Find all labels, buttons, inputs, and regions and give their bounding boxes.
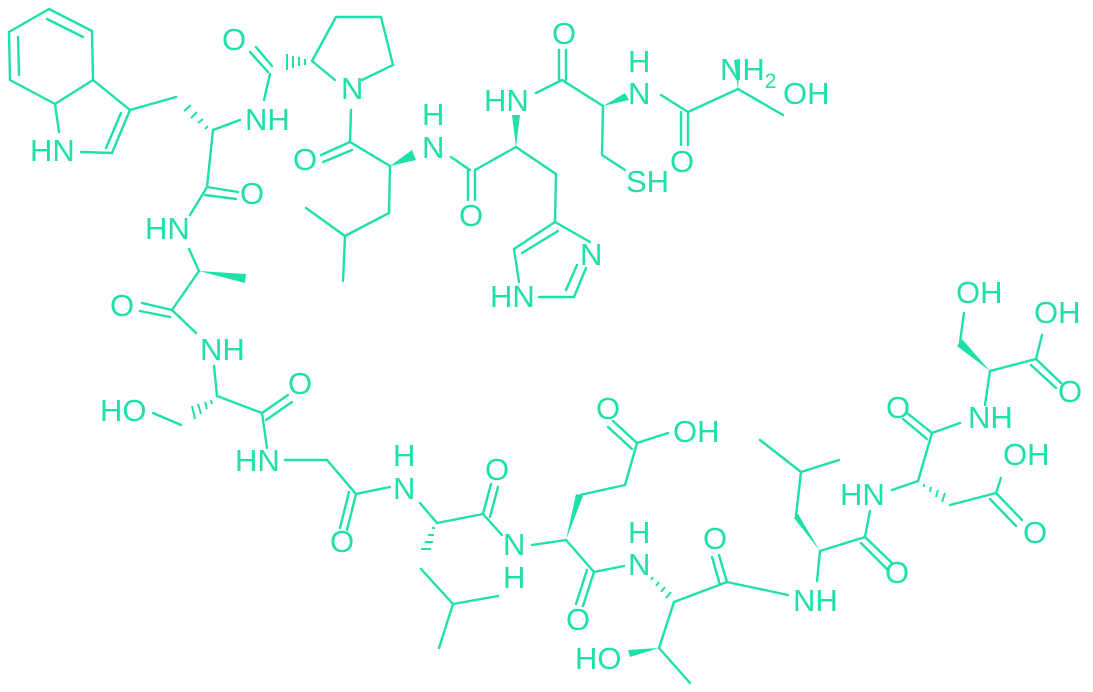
hn-indole-label: HN xyxy=(30,133,75,168)
nh-ser2-label: NH xyxy=(200,332,245,367)
o-asp-co-label: O xyxy=(886,390,910,425)
hn-gly-label: HN xyxy=(235,443,280,478)
o-thr-co-label: O xyxy=(703,521,727,556)
hn-his-ring-label: HN xyxy=(490,279,535,314)
n-his-ring-label: N xyxy=(580,237,602,272)
o-glu-side-label: O xyxy=(596,391,620,426)
ho-thr-label: HO xyxy=(575,641,622,676)
o-leu1-co-label: O xyxy=(293,142,317,177)
o-cys-co-label: O xyxy=(552,16,576,51)
o-pro-co-label: O xyxy=(222,22,246,57)
sh-cys-label: SH xyxy=(626,164,669,199)
o-asp-side-label: O xyxy=(1023,515,1047,550)
hn-ala-label: HN xyxy=(145,211,190,246)
nh-leu1-h-label: H xyxy=(422,97,444,132)
ho-ser2-label: HO xyxy=(100,393,147,428)
o-leu2-co-label: O xyxy=(485,452,509,487)
nh-leu1-n-label: N xyxy=(422,130,444,165)
nh-thr-n-label: N xyxy=(628,547,650,582)
nh-glu-n-label: N xyxy=(503,527,525,562)
hn-asp-label: HN xyxy=(840,477,885,512)
bonds xyxy=(7,7,1063,685)
nh2-ser1-label: NH2 xyxy=(720,52,776,93)
o-gly-co-label: O xyxy=(330,524,354,559)
o-ser2-co-label: O xyxy=(288,366,312,401)
atom-labels: NH2 OH N H O O SH HN N H O N HN O N O NH… xyxy=(30,16,1082,676)
o-trp-co-label: O xyxy=(240,176,264,211)
hn-his-label: HN xyxy=(484,83,529,118)
nh-cys-n-label: N xyxy=(628,76,650,111)
o-ser3-acid-label: O xyxy=(1058,374,1082,409)
nh-trp-label: NH xyxy=(245,102,290,137)
oh-ser3-acid-label: OH xyxy=(1034,295,1081,330)
nh-leu2-n-label: N xyxy=(393,471,415,506)
n-pro-label: N xyxy=(341,71,363,106)
nh-leu3-label: NH xyxy=(793,583,838,618)
nh-leu2-h-label: H xyxy=(393,438,415,473)
nh-ser3-label: NH xyxy=(968,400,1013,435)
nh-glu-h-label: H xyxy=(503,560,525,595)
o-ser1-co-label: O xyxy=(670,144,694,179)
o-leu3-co-label: O xyxy=(885,555,909,590)
o-his-co-label: O xyxy=(459,198,483,233)
nh-cys-h-label: H xyxy=(628,44,650,79)
oh-ser3-label: OH xyxy=(956,275,1003,310)
oh-glu-side-label: OH xyxy=(673,414,720,449)
oh-asp-side-label: OH xyxy=(1003,437,1050,472)
nh-thr-h-label: H xyxy=(628,515,650,550)
oh-ser1-label: OH xyxy=(783,76,830,111)
o-ala-co-label: O xyxy=(110,288,134,323)
o-glu-co-label: O xyxy=(566,602,590,637)
